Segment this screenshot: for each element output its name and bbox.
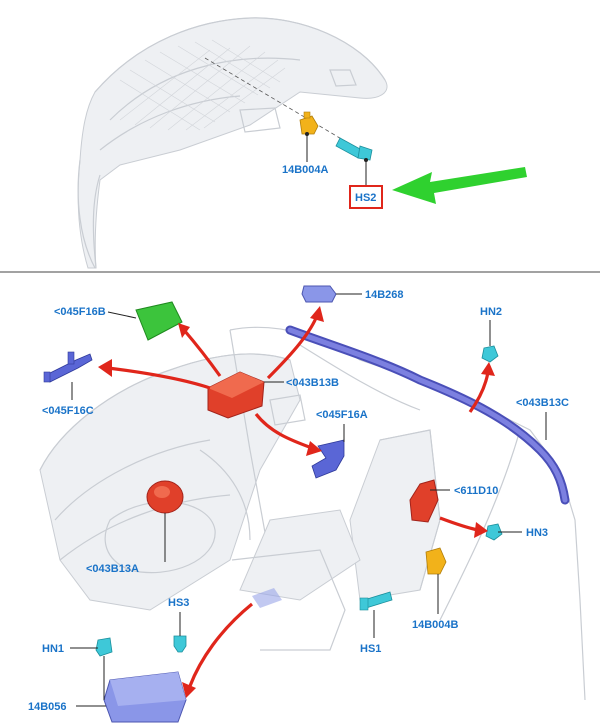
bracket-045f16c bbox=[43, 351, 93, 383]
sensor-bracket-top bbox=[299, 111, 319, 135]
red-arrows bbox=[98, 306, 495, 698]
grille-mesh bbox=[119, 39, 286, 131]
front-bumper-illustration bbox=[77, 17, 388, 269]
label-hs1: HS1 bbox=[360, 643, 381, 655]
highlight-box bbox=[349, 185, 383, 209]
curtain-airbag bbox=[285, 325, 570, 505]
module-14b056 bbox=[103, 671, 187, 723]
connector-14b268 bbox=[301, 285, 346, 303]
green-pointer-arrow bbox=[392, 167, 527, 204]
label-14b004a: 14B004A bbox=[282, 164, 329, 176]
label-045f16c: <045F16C bbox=[42, 405, 94, 417]
nut-hn1 bbox=[95, 637, 113, 657]
driver-airbag bbox=[146, 480, 184, 514]
label-14b004b: 14B004B bbox=[412, 619, 459, 631]
label-14b268: 14B268 bbox=[365, 289, 404, 301]
label-hs2: HS2 bbox=[355, 192, 376, 204]
nut-hn2 bbox=[481, 345, 499, 363]
bolt-hs1 bbox=[359, 591, 393, 611]
label-045f16a: <045F16A bbox=[316, 409, 368, 421]
bracket-045f16a bbox=[311, 439, 345, 479]
passenger-airbag bbox=[207, 371, 265, 419]
sensor-14b004b bbox=[425, 547, 447, 575]
bolt-hs3 bbox=[173, 635, 187, 653]
leader-lines bbox=[70, 293, 547, 707]
nut-hn3 bbox=[485, 523, 503, 541]
label-043b13b: <043B13B bbox=[286, 377, 339, 389]
label-043b13a: <043B13A bbox=[86, 563, 139, 575]
label-611d10: <611D10 bbox=[454, 485, 498, 497]
insulator-045f16b bbox=[135, 301, 183, 341]
label-hs3: HS3 bbox=[168, 597, 189, 609]
label-hn2: HN2 bbox=[480, 306, 502, 318]
label-hn1: HN1 bbox=[42, 643, 64, 655]
label-043b13c: <043B13C bbox=[516, 397, 569, 409]
label-045f16b: <045F16B bbox=[54, 306, 106, 318]
label-14b056: 14B056 bbox=[28, 701, 67, 713]
bolt-hs2 bbox=[335, 137, 373, 161]
label-hn3: HN3 bbox=[526, 527, 548, 539]
module-location-ghost bbox=[252, 588, 282, 608]
